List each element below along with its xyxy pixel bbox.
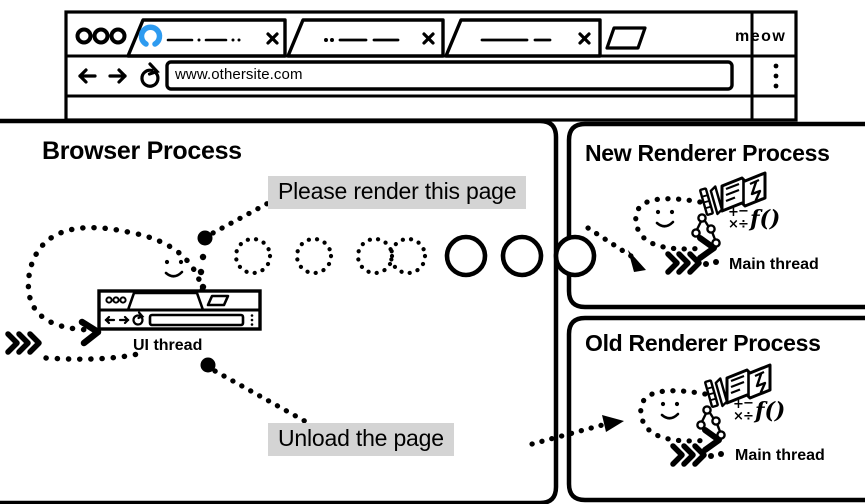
new-renderer-main-thread-label: Main thread <box>729 256 819 273</box>
task-queue-circles <box>233 234 597 278</box>
triple-chevron-icon <box>673 446 704 464</box>
new-renderer-process-title: New Renderer Process <box>585 140 830 166</box>
tab-close-icon[interactable] <box>266 32 279 45</box>
new-renderer-process-box <box>566 121 865 310</box>
task-circle-pending <box>388 236 428 276</box>
incoming-dotted-trail <box>43 349 149 362</box>
task-circle-solid <box>444 234 597 278</box>
render-to-new-renderer-arrow <box>585 225 646 272</box>
unload-message-leader <box>200 357 313 427</box>
old-renderer-main-thread-label: Main thread <box>735 447 825 464</box>
browser-window-icon <box>97 289 262 331</box>
tab-close-icon[interactable] <box>422 32 435 45</box>
back-icon[interactable] <box>78 68 97 84</box>
browser-process-title: Browser Process <box>42 137 242 165</box>
tab-title-placeholder <box>166 38 241 42</box>
old-renderer-process-box <box>566 315 865 503</box>
tab-title-placeholder <box>324 38 400 42</box>
tab-second[interactable] <box>286 18 445 58</box>
main-thread-dots <box>703 259 719 267</box>
old-renderer-main-thread <box>638 363 787 464</box>
unload-message-caption: Unload the page <box>268 423 454 456</box>
browser-process-box <box>0 118 559 504</box>
tab-third[interactable] <box>444 18 602 58</box>
unload-to-old-renderer-arrow <box>529 415 624 447</box>
brand-label: meow <box>735 28 787 45</box>
address-bar-value[interactable]: www.othersite.com <box>175 66 303 83</box>
triple-chevron-icon <box>668 254 699 272</box>
main-thread-loop-arrow <box>633 196 707 252</box>
work-icons-cluster <box>690 171 782 249</box>
new-renderer-main-thread <box>633 171 782 272</box>
render-queue-dots <box>197 253 207 291</box>
main-thread-loop-arrow <box>638 388 712 444</box>
reload-icon[interactable] <box>140 62 160 88</box>
render-message-caption: Please render this page <box>268 176 527 209</box>
new-tab-icon[interactable] <box>605 26 647 50</box>
main-thread-dots <box>708 451 724 459</box>
work-icons-cluster <box>695 363 787 441</box>
tab-active-loading[interactable] <box>126 18 287 58</box>
smiley-face-icon <box>163 258 185 278</box>
smiley-face-icon <box>659 400 681 420</box>
kebab-menu-icon[interactable] <box>773 63 779 89</box>
tab-close-icon[interactable] <box>578 32 591 45</box>
render-message-leader <box>197 198 275 246</box>
loading-spinner-icon <box>138 24 163 47</box>
ui-thread-loop-arrow <box>25 224 207 333</box>
smiley-face-icon <box>654 208 676 228</box>
ui-thread-label: UI thread <box>133 337 203 354</box>
window-traffic-lights[interactable] <box>75 27 127 45</box>
forward-icon[interactable] <box>108 68 127 84</box>
old-renderer-process-title: Old Renderer Process <box>585 330 821 356</box>
triple-chevron-icon <box>8 334 39 352</box>
address-bar[interactable] <box>165 60 734 91</box>
task-circle-pending <box>233 236 395 276</box>
ui-thread-loop-arrowhead <box>78 318 102 347</box>
